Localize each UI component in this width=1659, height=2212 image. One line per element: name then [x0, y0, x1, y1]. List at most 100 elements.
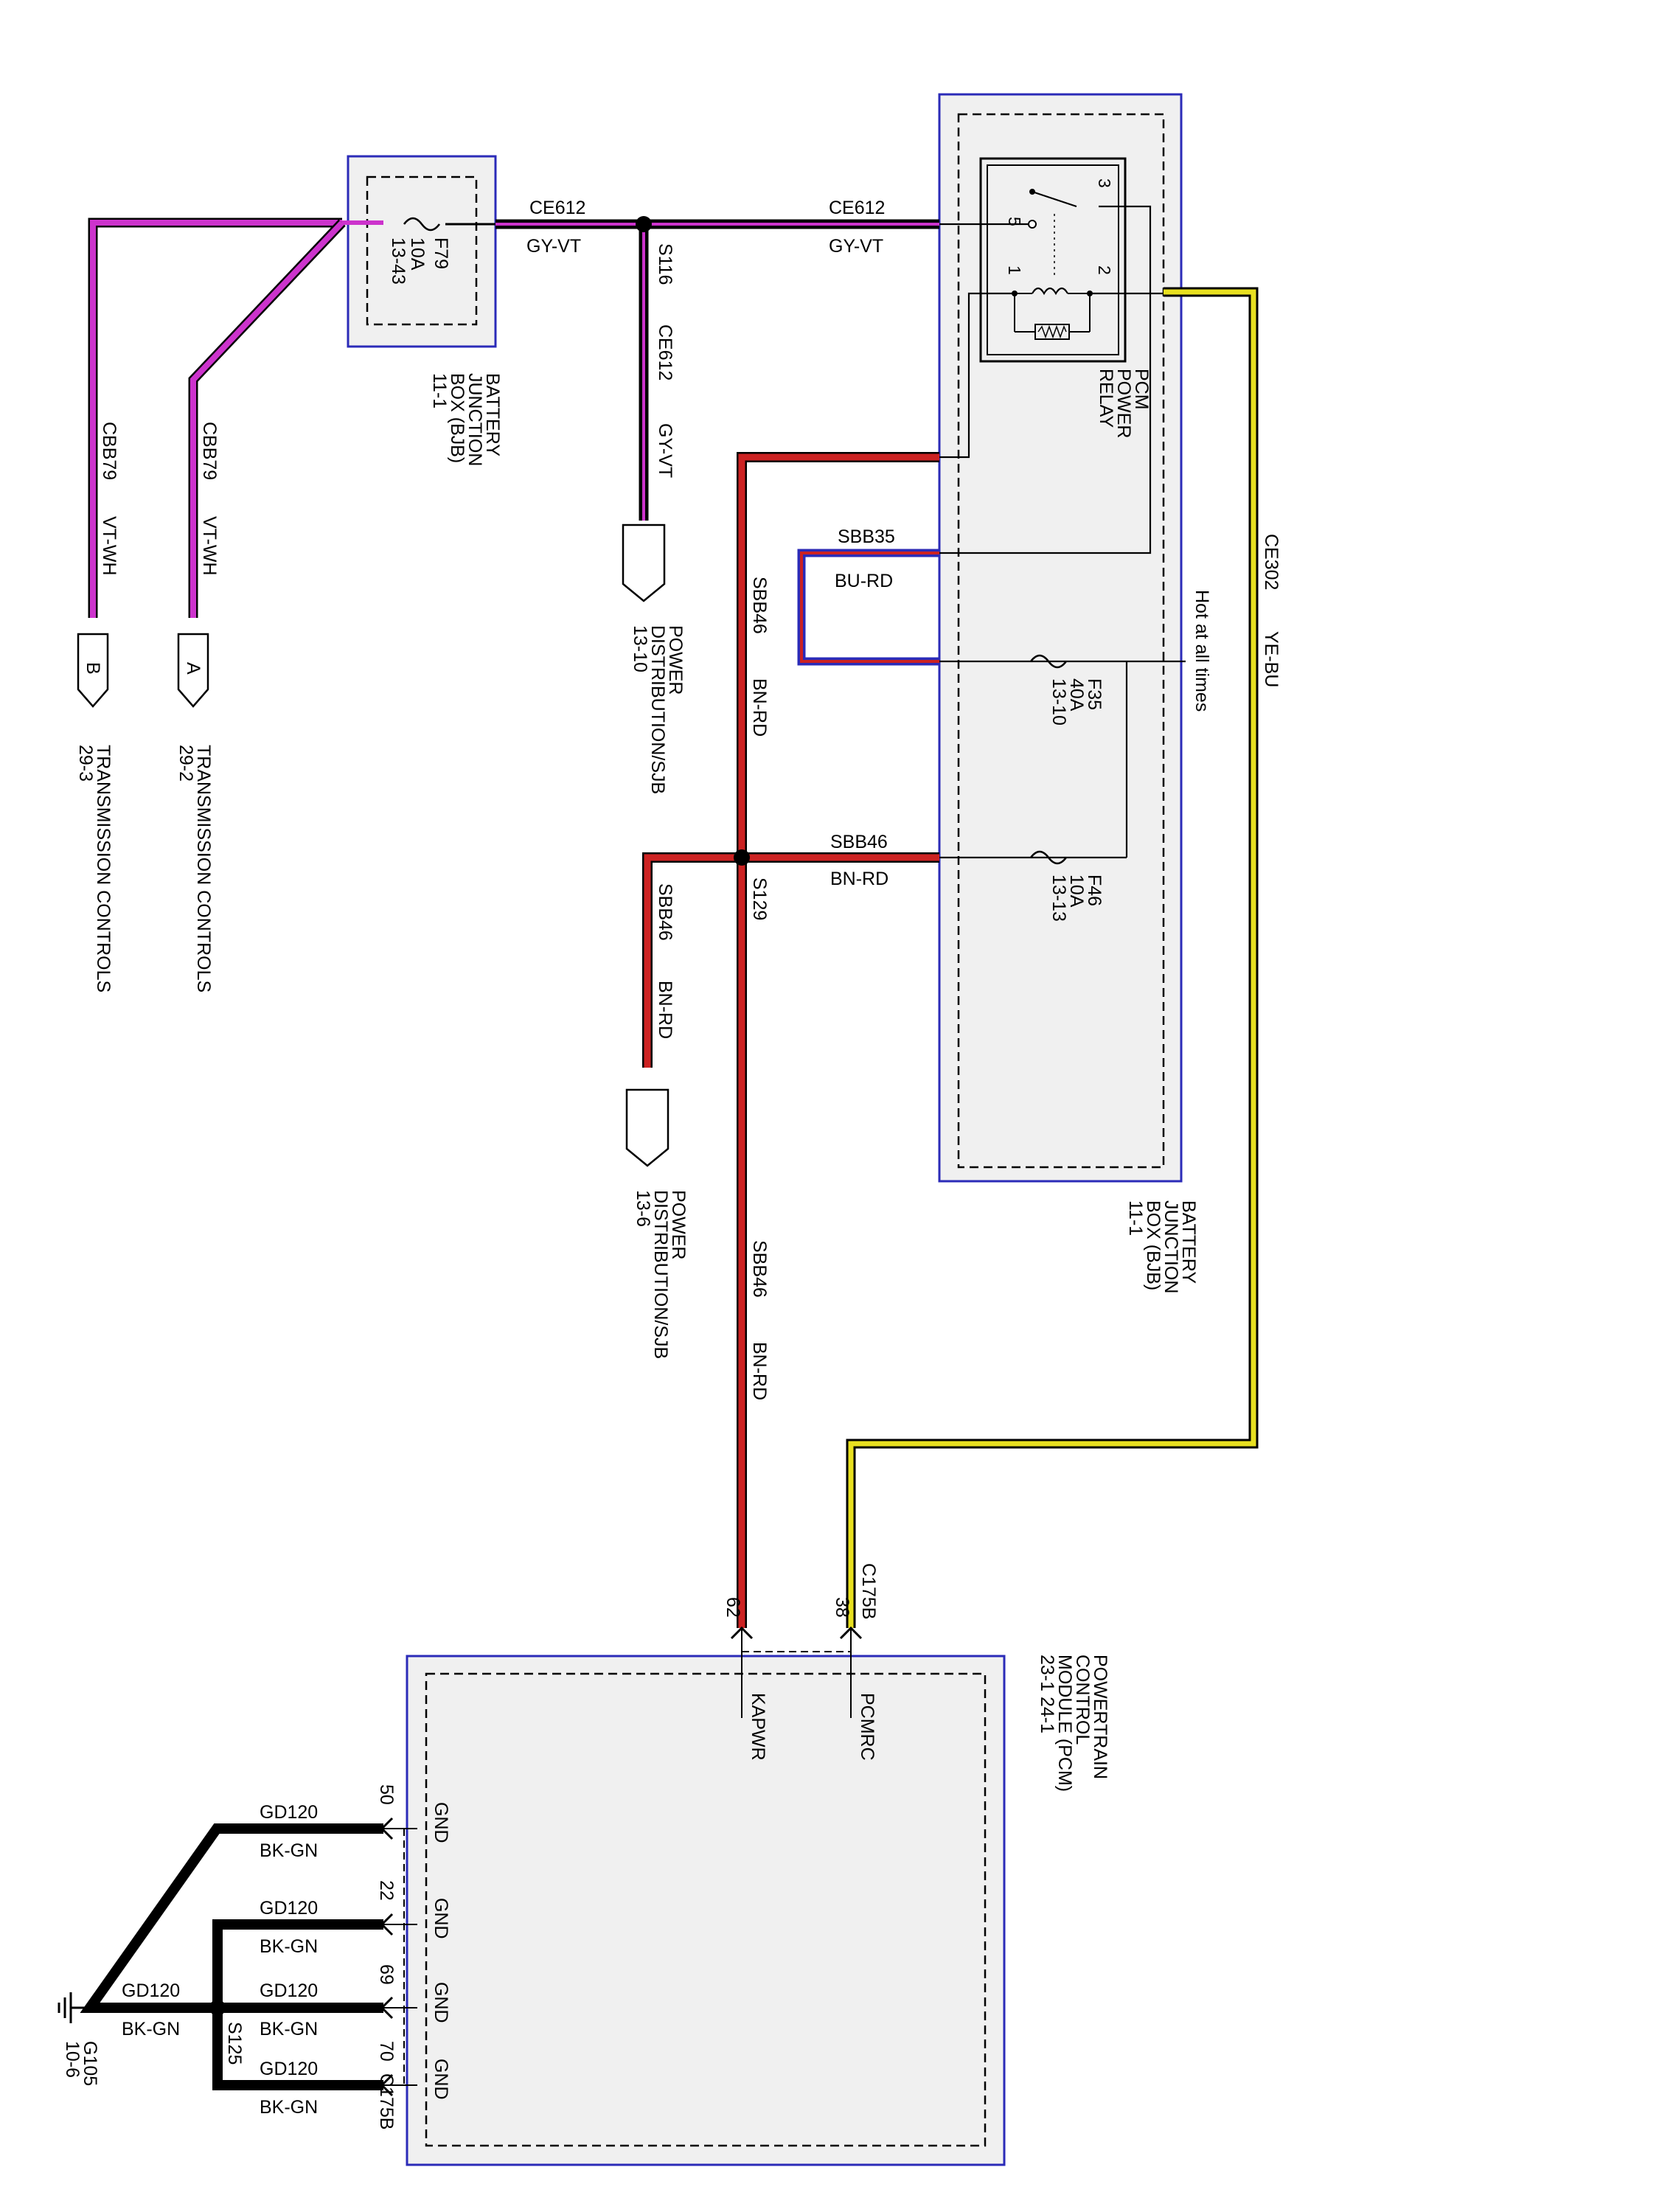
cbb79-b-color: VT-WH: [99, 516, 119, 576]
bjb-large-name-1: BATTERY: [1178, 1200, 1199, 1284]
power-dist-13-6-icon: [625, 1088, 669, 1167]
ce302-circuit-label: CE302: [1261, 534, 1281, 590]
sbb46-lower-color: BN-RD: [749, 1342, 770, 1400]
pcm-name-3: MODULE (PCM): [1054, 1655, 1075, 1792]
sbb35-circuit-label: SBB35: [838, 526, 895, 547]
sbb46-upper-circuit: SBB46: [749, 577, 770, 634]
pin-38-chevron-icon: [839, 1626, 863, 1640]
cbb79-a-color: VT-WH: [199, 516, 220, 576]
bjb-small-name-4: 11-1: [429, 373, 450, 408]
pcm-name-1: POWERTRAIN: [1090, 1655, 1110, 1779]
sbb46-upper-color: BN-RD: [749, 678, 770, 737]
splice-s116: [636, 216, 652, 232]
f46-rating-label: 10A: [1066, 874, 1087, 908]
bjb-small-name-2: JUNCTION: [465, 373, 485, 466]
ground-g105-icon: [58, 1992, 72, 2023]
ce612-circuit-label-2: CE612: [829, 198, 885, 218]
ce612-circuit-label-1: CE612: [529, 198, 585, 218]
gd120-label-69: GD120: [260, 1980, 318, 2001]
trans-b-dest: TRANSMISSION CONTROLS: [93, 745, 114, 992]
pd-1310-line3: 13-10: [630, 625, 650, 672]
pin-22-chevron-icon: [380, 1913, 394, 1936]
ce612-branch-circuit: CE612: [655, 324, 675, 380]
gd120-label-50: GD120: [260, 1802, 318, 1823]
bkgn-label-22: BK-GN: [260, 1936, 318, 1957]
gnd-label-70: GND: [431, 2059, 451, 2100]
connector-pin-b-icon: [77, 633, 109, 708]
splice-s129: [734, 849, 750, 866]
sbb35-color-label: BU-RD: [835, 571, 893, 591]
bkgn-label-50: BK-GN: [260, 1840, 318, 1861]
relay-pin-5: 5: [1005, 217, 1024, 226]
pd-136-line2: DISTRIBUTION/SJB: [650, 1190, 671, 1359]
pcm-power-relay-icon: [979, 157, 1127, 363]
g105-ref-label: 10-6: [62, 2041, 83, 2078]
pd-136-line1: POWER: [668, 1190, 689, 1259]
bjb-large-box: [938, 93, 1183, 1183]
pin-62-chevron-icon: [730, 1626, 754, 1640]
sbb46-lower-circuit: SBB46: [749, 1240, 770, 1298]
cbb79-b-circuit: CBB79: [99, 422, 119, 480]
pcm-name-2: CONTROL: [1072, 1655, 1093, 1745]
pin-38-label: 38: [832, 1597, 852, 1618]
bjb-small-name-1: BATTERY: [482, 373, 503, 456]
pd-136-line3: 13-6: [633, 1190, 653, 1227]
f35-fuse-label: F35: [1084, 678, 1105, 710]
pcm-name-4: 23-1 24-1: [1037, 1655, 1057, 1733]
ce612-color-label-2: GY-VT: [829, 236, 883, 257]
gd120-label-22: GD120: [260, 1898, 318, 1919]
relay-name-3: RELAY: [1096, 369, 1116, 428]
splice-s125: [209, 2000, 226, 2016]
f79-fuse-label: F79: [431, 237, 451, 269]
g105-label: G105: [80, 2041, 100, 2086]
ce612-branch-color: GY-VT: [655, 423, 675, 478]
gnd-label-22: GND: [431, 1898, 451, 1939]
bjb-large-name-4: 11-1: [1125, 1200, 1146, 1236]
wire-sbb46-branch: [642, 852, 742, 1068]
bkgn-label-70: BK-GN: [260, 2097, 318, 2118]
sbb46-h-circuit-label: SBB46: [830, 832, 888, 852]
trans-a-dest: TRANSMISSION CONTROLS: [193, 745, 214, 992]
connector-pin-a-icon: [177, 633, 209, 708]
gnd-label-50: GND: [431, 1802, 451, 1843]
relay-pin-1: 1: [1005, 265, 1024, 275]
wire-sbb46-main: [737, 452, 939, 1628]
f79-ref-label: 13-43: [388, 237, 408, 285]
f35-rating-label: 40A: [1066, 678, 1087, 712]
kapwr-label: KAPWR: [748, 1693, 768, 1761]
bjb-large-name-3: BOX (BJB): [1143, 1200, 1164, 1290]
sbb46-branch-color: BN-RD: [655, 981, 675, 1039]
ce302-color-label: YE-BU: [1261, 631, 1281, 687]
s125-label: S125: [224, 2022, 245, 2065]
wire-cbb79-a: [188, 219, 346, 618]
cbb79-a-circuit: CBB79: [199, 422, 220, 480]
gd120-label-70: GD120: [260, 2059, 318, 2079]
s116-label: S116: [655, 243, 675, 285]
relay-pin-3: 3: [1095, 178, 1114, 188]
gnd-label-69: GND: [431, 1982, 451, 2023]
c175b-top-label: C175B: [858, 1563, 879, 1619]
relay-pin-2: 2: [1095, 265, 1114, 275]
wire-sbb35: [797, 549, 939, 666]
hot-at-all-times-label: Hot at all times: [1192, 590, 1212, 712]
f46-ref-label: 13-13: [1048, 874, 1069, 922]
rotated-labels: F79 10A 13-43 BATTERY JUNCTION BOX (BJB)…: [62, 178, 1281, 2129]
fuse-f79-icon: [403, 217, 440, 232]
pin-22-label: 22: [376, 1880, 397, 1901]
relay-name-1: PCM: [1131, 369, 1152, 410]
pcm-box: [406, 1655, 1006, 2166]
f79-rating-label: 10A: [407, 237, 428, 271]
pcmrc-label: PCMRC: [857, 1693, 877, 1761]
bjb-large-name-2: JUNCTION: [1161, 1200, 1181, 1293]
pin-70-chevron-icon: [380, 2073, 394, 2097]
bkgn-label-69: BK-GN: [260, 2019, 318, 2039]
power-dist-13-10-icon: [622, 524, 666, 602]
wire-cbb79-b: [88, 218, 342, 618]
relay-name-2: POWER: [1113, 369, 1134, 438]
c175b-bottom-label: C175B: [376, 2073, 397, 2129]
pcm-internal-links: [383, 1628, 852, 2086]
trans-a-ref: 29-2: [175, 745, 196, 782]
f46-fuse-label: F46: [1084, 874, 1105, 906]
bjb-small-box: [347, 155, 497, 348]
